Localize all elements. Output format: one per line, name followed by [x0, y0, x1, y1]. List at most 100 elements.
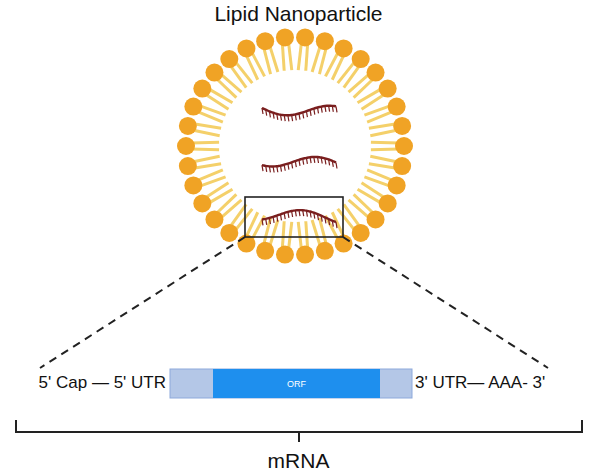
title: Lipid Nanoparticle: [0, 2, 597, 26]
nucleotide-tick: [269, 111, 270, 117]
lipid-tail: [282, 43, 284, 71]
zoom-box: [245, 197, 343, 237]
lipid-head: [367, 64, 385, 82]
mrna-strand: [262, 157, 336, 167]
nucleotide-tick: [273, 217, 274, 223]
nucleotide-tick: [303, 210, 304, 216]
lipid-head: [179, 157, 197, 175]
lipid-head: [352, 224, 370, 242]
lipid-tail: [197, 170, 223, 181]
nucleotide-tick: [292, 211, 293, 217]
nucleotide-tick: [321, 107, 322, 113]
nucleotide-tick: [277, 166, 278, 172]
lipid-tail: [270, 45, 278, 72]
lipid-tail: [367, 111, 393, 122]
lipid-head: [179, 117, 197, 135]
lipid-tail: [298, 42, 301, 70]
lipid-tail: [193, 124, 221, 128]
lipid-head: [193, 80, 211, 98]
nucleotide-tick: [336, 222, 337, 228]
lipid-tail: [344, 204, 360, 227]
nucleotide-tick: [310, 212, 311, 218]
nucleotide-tick: [314, 157, 315, 163]
nucleotide-tick: [318, 157, 319, 163]
lipid-tail: [358, 89, 382, 103]
nucleotide-tick: [269, 166, 270, 172]
nucleotide-tick: [306, 111, 307, 117]
lipid-head: [316, 242, 334, 260]
lipid-tail: [270, 220, 278, 247]
nucleotide-tick: [329, 106, 330, 112]
lipid-tail: [371, 148, 399, 152]
lipid-head: [296, 246, 314, 264]
lipid-tail: [230, 65, 246, 88]
nucleotide-tick: [262, 219, 263, 225]
nucleotide-tick: [295, 210, 296, 216]
lipid-tail: [282, 221, 284, 249]
lipid-tail: [369, 164, 397, 168]
nucleotide-tick: [332, 221, 333, 227]
nucleotide-tick: [281, 166, 282, 172]
lipid-tail: [199, 106, 225, 115]
nucleotide-tick: [284, 115, 285, 121]
lipid-tail: [205, 183, 228, 198]
nucleotide-tick: [262, 165, 263, 171]
nucleotide-tick: [325, 106, 326, 112]
nucleotide-tick: [329, 219, 330, 225]
nucleotide-tick: [262, 108, 263, 114]
lipid-tail: [220, 200, 241, 218]
nucleotide-tick: [314, 213, 315, 219]
nucleotide-tick: [310, 110, 311, 116]
lipid-head: [184, 176, 202, 194]
lipid-tail: [251, 52, 264, 77]
lipid-head: [367, 210, 385, 228]
mrna-construct-bar: [170, 369, 412, 398]
lipid-tail: [289, 42, 292, 70]
lipid-tail: [192, 130, 219, 136]
lipid-tail: [319, 218, 326, 245]
nucleotide-tick: [321, 157, 322, 163]
zoom-leader: [343, 237, 548, 368]
lipid-head: [395, 137, 413, 155]
nucleotide-tick: [295, 114, 296, 120]
lipid-tail: [193, 164, 221, 168]
lipid-tail: [312, 220, 320, 247]
lipid-head: [296, 28, 314, 46]
lipid-tail: [362, 94, 385, 109]
lipid-tail: [298, 222, 301, 250]
nucleotide-tick: [321, 216, 322, 222]
sequence-label: 5' Cap — 5' UTR: [0, 373, 166, 393]
lipid-head: [220, 50, 238, 68]
lipid-head: [393, 157, 411, 175]
nucleotide-tick: [303, 112, 304, 118]
lipid-tail: [289, 222, 292, 250]
lipid-tail: [369, 124, 397, 128]
nucleotide-tick: [273, 166, 274, 172]
bracket-label: mRNA: [0, 449, 597, 473]
nucleotide-tick: [325, 158, 326, 164]
nucleotide-tick: [266, 110, 267, 116]
node-label: ORF: [287, 379, 306, 389]
lipid-tail: [319, 47, 326, 74]
nucleotide-tick: [325, 217, 326, 223]
nucleotide-tick: [299, 114, 300, 120]
nucleotide-tick: [292, 162, 293, 168]
lipid-tail: [216, 78, 236, 97]
lipid-tail: [235, 209, 252, 231]
lipid-head: [256, 32, 274, 50]
lipid-tail: [264, 218, 271, 245]
nucleotide-tick: [288, 115, 289, 121]
zoom-leader: [40, 237, 245, 368]
lipid-tail: [205, 94, 228, 109]
nucleotide-tick: [332, 106, 333, 112]
lipid-head: [205, 64, 223, 82]
nucleotide-tick: [299, 160, 300, 166]
nucleotide-tick: [303, 159, 304, 165]
lipid-head: [237, 39, 255, 57]
lipid-tail: [264, 47, 271, 74]
nucleotide-tick: [306, 158, 307, 164]
lipid-tail: [191, 141, 219, 145]
bracket: [16, 420, 582, 442]
